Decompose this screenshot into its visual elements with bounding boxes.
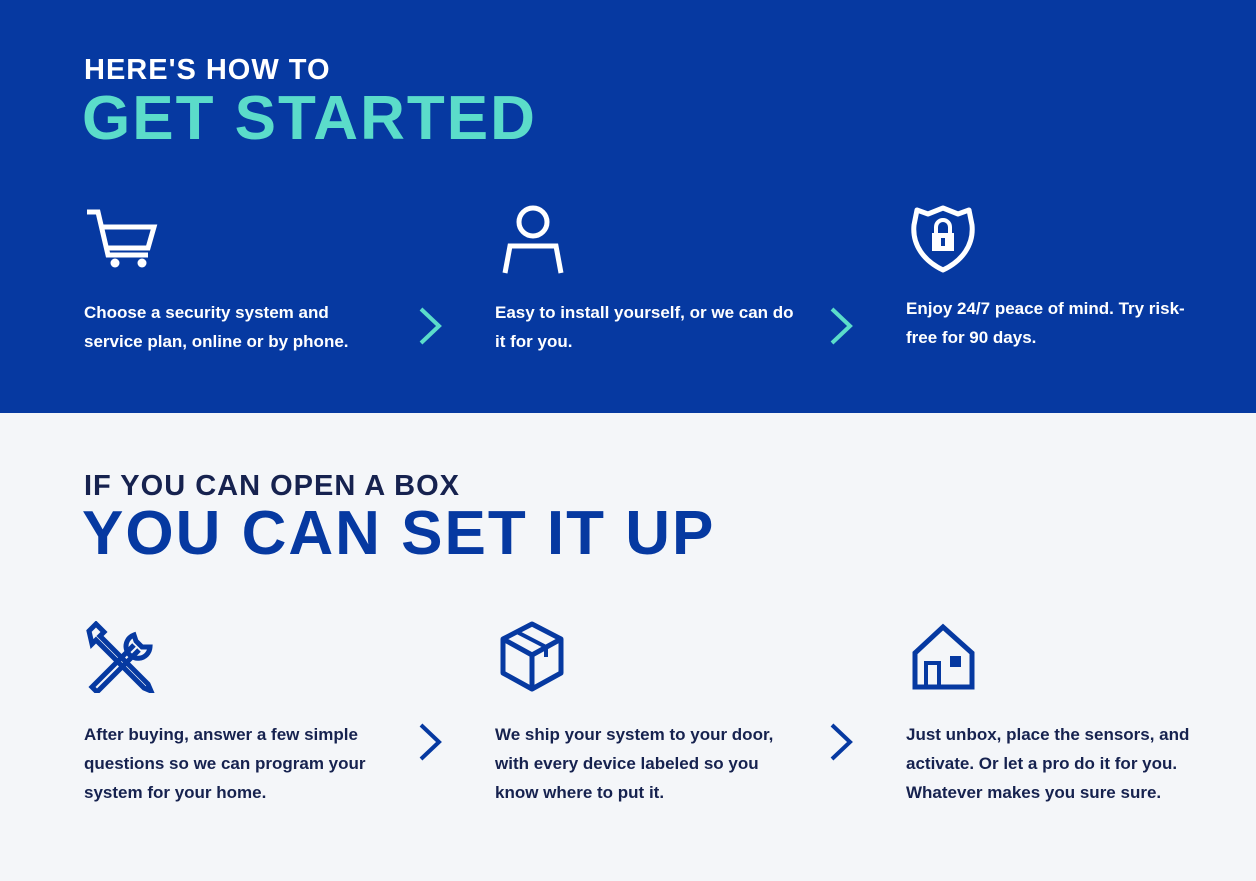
get-started-step-1-text: Choose a security system and service pla…	[84, 303, 349, 351]
chevron-right-icon	[827, 722, 857, 762]
setup-headline: YOU CAN SET IT UP	[82, 499, 716, 568]
setup-step-1-text: After buying, answer a few simple questi…	[84, 725, 366, 802]
box-icon	[495, 621, 575, 693]
shopping-cart-icon	[84, 205, 164, 277]
get-started-step-3-text: Enjoy 24/7 peace of mind. Try risk-free …	[906, 299, 1185, 347]
setup-step-2-text: We ship your system to your door, with e…	[495, 725, 774, 802]
setup-step-3-text: Just unbox, place the sensors, and activ…	[906, 725, 1190, 802]
house-icon	[906, 621, 986, 693]
get-started-headline: GET STARTED	[82, 84, 537, 153]
tools-icon	[84, 620, 164, 696]
chevron-right-icon	[827, 306, 857, 346]
get-started-kicker: HERE'S HOW TO	[84, 54, 331, 86]
chevron-right-icon	[416, 722, 446, 762]
shield-lock-icon	[906, 205, 986, 277]
setup-section: IF YOU CAN OPEN A BOX YOU CAN SET IT UP …	[0, 413, 1256, 881]
person-icon	[495, 205, 575, 277]
get-started-section: HERE'S HOW TO GET STARTED Choose a secur…	[0, 0, 1256, 413]
setup-kicker: IF YOU CAN OPEN A BOX	[84, 470, 461, 502]
chevron-right-icon	[416, 306, 446, 346]
get-started-step-2-text: Easy to install yourself, or we can do i…	[495, 303, 794, 351]
